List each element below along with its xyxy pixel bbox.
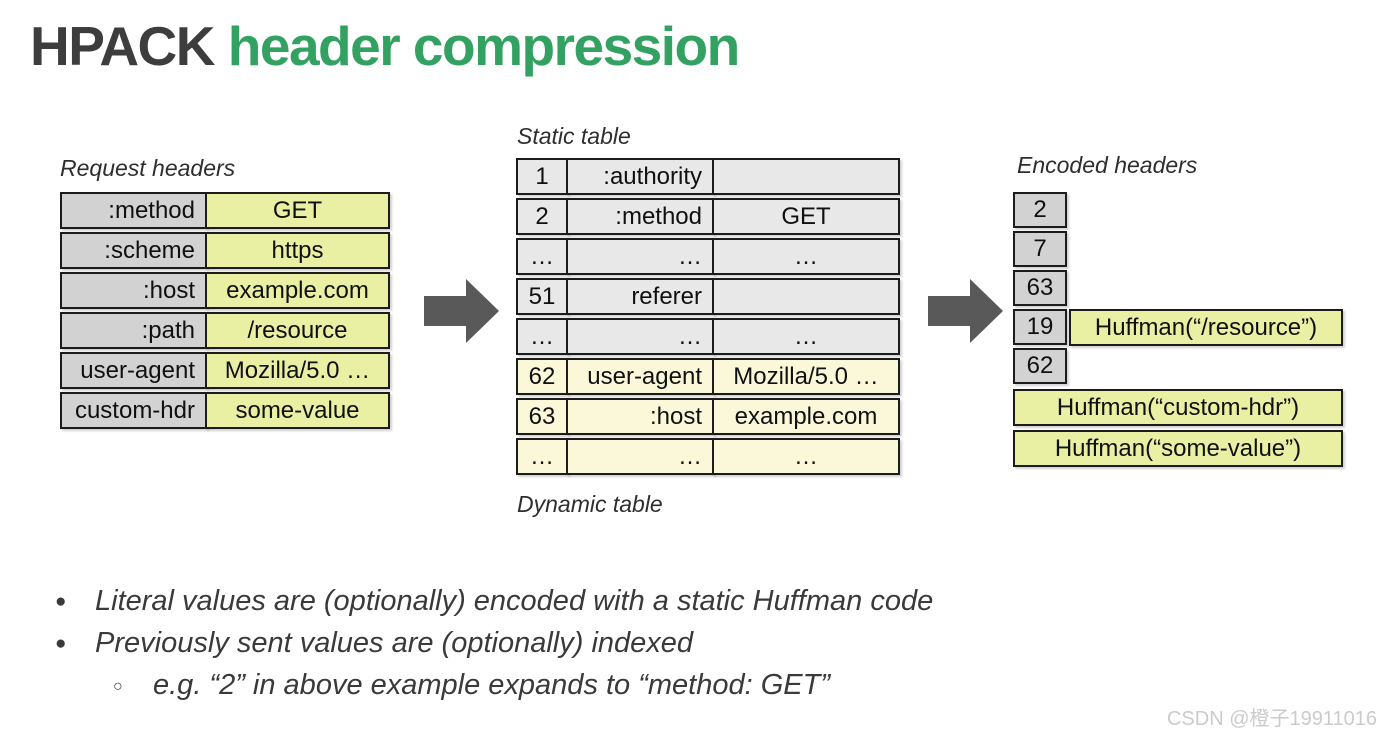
header-value-cell: Mozilla/5.0 … bbox=[205, 352, 390, 389]
table-row: 2 bbox=[1013, 192, 1067, 228]
header-value-cell: https bbox=[205, 232, 390, 269]
header-name-cell: :method bbox=[60, 192, 207, 229]
table-row: 7 bbox=[1013, 231, 1067, 267]
table-row: 62 bbox=[1013, 348, 1067, 384]
encoded-index-cell: 2 bbox=[1013, 192, 1067, 228]
header-value-cell: GET bbox=[712, 198, 900, 235]
page-title: HPACK header compression bbox=[30, 14, 740, 78]
request-headers-label: Request headers bbox=[60, 155, 236, 181]
header-value-cell: some-value bbox=[205, 392, 390, 429]
header-name-cell: :method bbox=[566, 198, 714, 235]
sub-bullet-item: ○ e.g. “2” in above example expands to “… bbox=[113, 669, 1205, 702]
header-value-cell: … bbox=[712, 318, 900, 355]
request-headers-table: :method GET :scheme https :host example.… bbox=[60, 192, 390, 432]
table-row: 63 bbox=[1013, 270, 1067, 306]
header-name-cell: custom-hdr bbox=[60, 392, 207, 429]
title-header-compression: header compression bbox=[227, 15, 740, 77]
watermark: CSDN @橙子19911016 bbox=[1166, 708, 1377, 730]
header-name-cell: :host bbox=[566, 398, 714, 435]
table-row: :scheme https bbox=[60, 232, 390, 269]
arrow-right-icon bbox=[424, 279, 499, 343]
encoded-index-cell: 62 bbox=[1013, 348, 1067, 384]
lookup-table: 1 :authority 2 :method GET … … … 51 refe… bbox=[516, 158, 900, 478]
static-table-label: Static table bbox=[517, 123, 631, 149]
header-name-cell: :authority bbox=[566, 158, 714, 195]
header-value-cell: example.com bbox=[712, 398, 900, 435]
encoded-index-cell: 63 bbox=[1013, 270, 1067, 306]
table-row: 51 referer bbox=[516, 278, 900, 315]
circle-bullet-icon: ○ bbox=[113, 678, 123, 695]
bullet-item: ● Literal values are (optionally) encode… bbox=[55, 585, 1205, 618]
header-name-cell: user-agent bbox=[566, 358, 714, 395]
index-cell: 62 bbox=[516, 358, 568, 395]
header-name-cell: :scheme bbox=[60, 232, 207, 269]
table-row: custom-hdr some-value bbox=[60, 392, 390, 429]
bullet-icon: ● bbox=[55, 633, 67, 654]
header-name-cell: … bbox=[566, 438, 714, 475]
header-value-cell: example.com bbox=[205, 272, 390, 309]
table-row: :host example.com bbox=[60, 272, 390, 309]
header-value-cell: … bbox=[712, 438, 900, 475]
header-name-cell: referer bbox=[566, 278, 714, 315]
header-value-cell: /resource bbox=[205, 312, 390, 349]
huffman-some-value-cell: Huffman(“some-value”) bbox=[1013, 430, 1343, 467]
encoded-index-cell: 19 bbox=[1013, 309, 1067, 345]
encoded-headers-label: Encoded headers bbox=[1017, 152, 1198, 178]
header-value-cell bbox=[712, 278, 900, 315]
header-value-cell: … bbox=[712, 238, 900, 275]
index-cell: … bbox=[516, 238, 568, 275]
table-row: user-agent Mozilla/5.0 … bbox=[60, 352, 390, 389]
bullet-text: Previously sent values are (optionally) … bbox=[95, 627, 694, 659]
table-row: … … … bbox=[516, 438, 900, 475]
title-hpack: HPACK bbox=[30, 15, 228, 77]
header-name-cell: user-agent bbox=[60, 352, 207, 389]
header-name-cell: :host bbox=[60, 272, 207, 309]
table-row: 63 :host example.com bbox=[516, 398, 900, 435]
sub-bullet-text: e.g. “2” in above example expands to “me… bbox=[153, 669, 831, 701]
header-name-cell: :path bbox=[60, 312, 207, 349]
header-name-cell: … bbox=[566, 238, 714, 275]
index-cell: 2 bbox=[516, 198, 568, 235]
table-row: :path /resource bbox=[60, 312, 390, 349]
header-name-cell: … bbox=[566, 318, 714, 355]
encoded-index-cell: 7 bbox=[1013, 231, 1067, 267]
huffman-resource-cell: Huffman(“/resource”) bbox=[1069, 309, 1343, 346]
table-row: 19 bbox=[1013, 309, 1067, 345]
index-cell: 63 bbox=[516, 398, 568, 435]
encoded-headers-index-column: 2 7 63 19 62 bbox=[1013, 192, 1067, 387]
table-row: … … … bbox=[516, 238, 900, 275]
table-row: 62 user-agent Mozilla/5.0 … bbox=[516, 358, 900, 395]
index-cell: … bbox=[516, 318, 568, 355]
huffman-custom-hdr-cell: Huffman(“custom-hdr”) bbox=[1013, 389, 1343, 426]
bullet-item: ● Previously sent values are (optionally… bbox=[55, 627, 1205, 660]
dynamic-table-label: Dynamic table bbox=[517, 491, 663, 517]
table-row: :method GET bbox=[60, 192, 390, 229]
table-row: 2 :method GET bbox=[516, 198, 900, 235]
table-row: 1 :authority bbox=[516, 158, 900, 195]
index-cell: 1 bbox=[516, 158, 568, 195]
index-cell: … bbox=[516, 438, 568, 475]
header-value-cell: GET bbox=[205, 192, 390, 229]
bullet-list: ● Literal values are (optionally) encode… bbox=[55, 585, 1205, 711]
arrow-right-icon bbox=[928, 279, 1003, 343]
bullet-icon: ● bbox=[55, 591, 67, 612]
index-cell: 51 bbox=[516, 278, 568, 315]
bullet-text: Literal values are (optionally) encoded … bbox=[95, 585, 934, 617]
header-value-cell bbox=[712, 158, 900, 195]
header-value-cell: Mozilla/5.0 … bbox=[712, 358, 900, 395]
table-row: … … … bbox=[516, 318, 900, 355]
